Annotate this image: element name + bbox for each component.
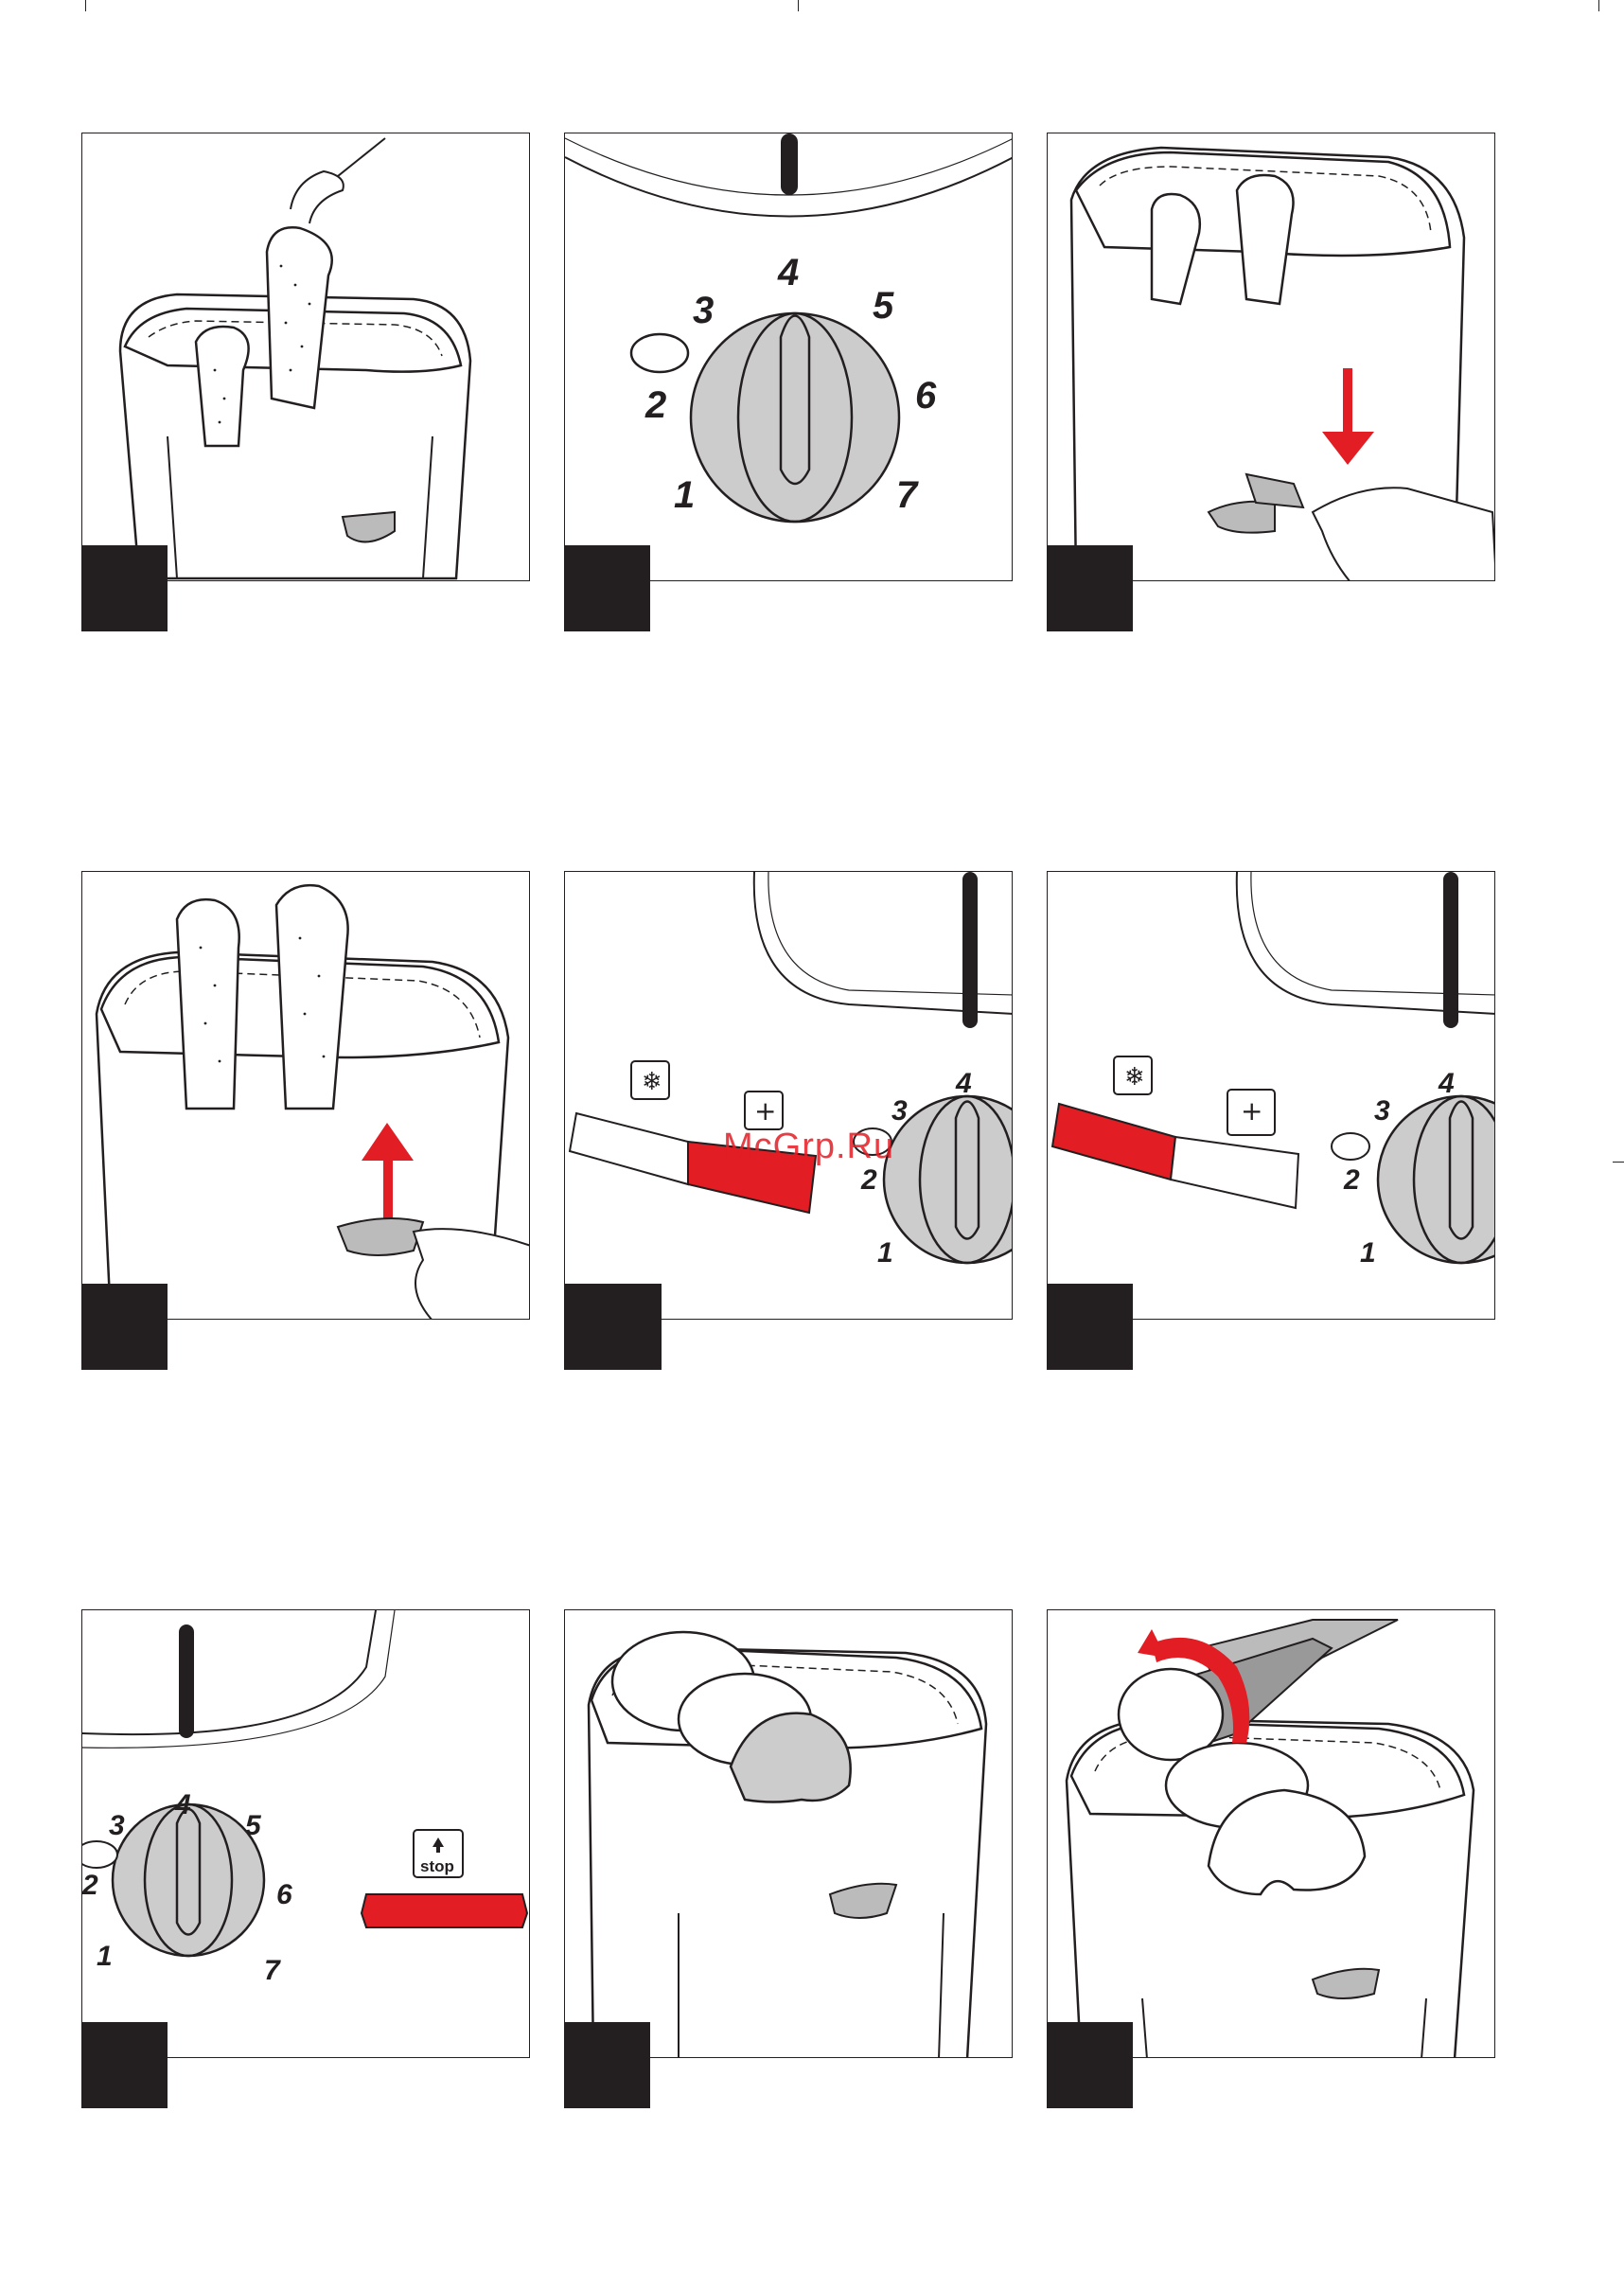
crop-mark-top-right — [1598, 0, 1599, 11]
panel7-dial-label-4: 4 — [174, 1789, 191, 1820]
panel5-dial-label-3: 3 — [891, 1095, 908, 1127]
watermark-text: McGrp.Ru — [723, 1127, 894, 1167]
panel-reheat-setting: ❄ + 1 2 3 4 — [1047, 871, 1495, 1320]
dial-label-6: 6 — [915, 375, 937, 417]
step-tab-6 — [1047, 1284, 1133, 1370]
bun-warming-rack-icon — [565, 1610, 1013, 2058]
step-tab-3 — [1047, 545, 1133, 631]
step-tab-1 — [81, 545, 168, 631]
plus-icon: + — [1241, 1095, 1262, 1127]
lift-lever-icon — [82, 872, 530, 1320]
panel-stop-button: 1 2 3 4 5 6 7 stop — [81, 1609, 530, 2058]
tongs-remove-bun-icon — [1048, 1610, 1495, 2058]
dial-label-4: 4 — [777, 252, 799, 293]
step-tab-2 — [564, 545, 650, 631]
crop-mark-top-mid — [798, 0, 799, 11]
panel6-dial-label-1: 1 — [1360, 1237, 1376, 1269]
step-tab-5 — [564, 1284, 662, 1370]
dial-label-1: 1 — [674, 474, 695, 516]
panel7-dial-label-2: 2 — [82, 1870, 98, 1901]
crop-mark-top-left — [85, 0, 86, 11]
dial-label-2: 2 — [644, 384, 666, 426]
stop-button-icon: 1 2 3 4 5 6 7 stop — [82, 1610, 530, 2058]
panel6-dial-label-2: 2 — [1343, 1164, 1360, 1196]
dial-label-3: 3 — [693, 290, 714, 331]
panel-insert-bread — [81, 133, 530, 581]
step-tab-8 — [564, 2022, 650, 2108]
reheat-button-icon: ❄ + 1 2 3 4 — [1048, 872, 1495, 1320]
plus-icon: + — [754, 1095, 776, 1127]
browning-dial-icon: 1 2 3 4 5 6 7 — [565, 133, 1013, 581]
panel5-dial-label-1: 1 — [877, 1237, 893, 1269]
step-tab-7 — [81, 2022, 168, 2108]
panel7-dial-label-5: 5 — [245, 1810, 262, 1841]
step-tab-9 — [1047, 2022, 1133, 2108]
panel-bun-rack — [564, 1609, 1013, 2058]
panel6-dial-label-4: 4 — [1438, 1068, 1455, 1099]
panel5-dial-label-4: 4 — [955, 1068, 972, 1099]
panel7-dial-label-3: 3 — [109, 1810, 125, 1841]
snowflake-icon: ❄ — [1124, 1063, 1145, 1092]
panel-lift-lever — [81, 871, 530, 1320]
panel7-dial-label-1: 1 — [97, 1941, 113, 1972]
dial-label-7: 7 — [896, 474, 919, 516]
toaster-bread-insert-icon — [82, 133, 530, 581]
panel6-dial-label-3: 3 — [1374, 1095, 1390, 1127]
panel7-dial-label-7: 7 — [264, 1955, 281, 1986]
defrost-button-icon: ❄ + 1 2 3 4 — [565, 872, 1013, 1320]
panel-defrost-setting: ❄ + 1 2 3 4 — [564, 871, 1013, 1320]
snowflake-icon: ❄ — [642, 1068, 662, 1096]
press-lever-icon — [1048, 133, 1495, 581]
panel7-dial-label-6: 6 — [276, 1879, 292, 1910]
panel-press-lever — [1047, 133, 1495, 581]
crop-mark-right — [1613, 1162, 1624, 1163]
dial-label-5: 5 — [873, 285, 894, 327]
panel5-dial-label-2: 2 — [860, 1164, 877, 1196]
panel-browning-dial: 1 2 3 4 5 6 7 — [564, 133, 1013, 581]
panel-tongs-remove — [1047, 1609, 1495, 2058]
stop-label: stop — [420, 1857, 454, 1875]
step-tab-4 — [81, 1284, 168, 1370]
